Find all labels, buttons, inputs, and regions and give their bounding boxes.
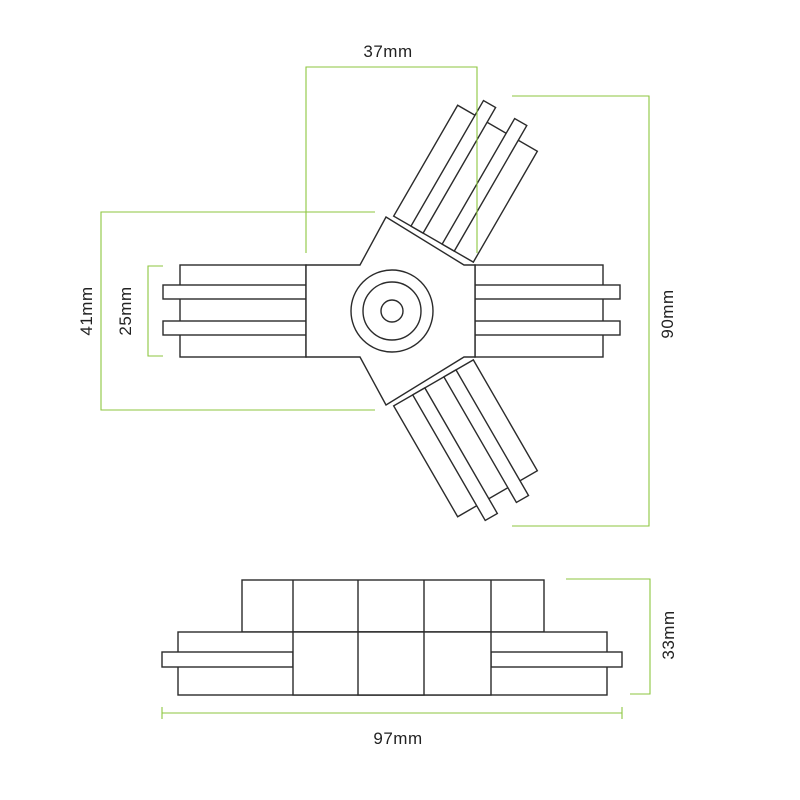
- dim-label-bar-spacing: 25mm: [116, 286, 135, 335]
- dim-label-total-height: 90mm: [658, 289, 677, 338]
- upper-arm: [392, 99, 539, 264]
- top-view: [162, 99, 621, 522]
- dim-label-arm-spacing: 37mm: [363, 42, 412, 61]
- lower-arm: [392, 358, 539, 522]
- right-arm: [474, 264, 621, 358]
- dimension-labels: 37mm 90mm 41mm 25mm 33mm 97mm: [77, 42, 678, 748]
- left-arm: [162, 264, 307, 358]
- dim-label-thickness: 33mm: [659, 610, 678, 659]
- dimension-lines: [100, 66, 651, 719]
- dim-label-body-width: 41mm: [77, 286, 96, 335]
- hub-hole: [380, 299, 404, 323]
- side-view: [161, 579, 623, 696]
- dim-label-total-width: 97mm: [373, 729, 422, 748]
